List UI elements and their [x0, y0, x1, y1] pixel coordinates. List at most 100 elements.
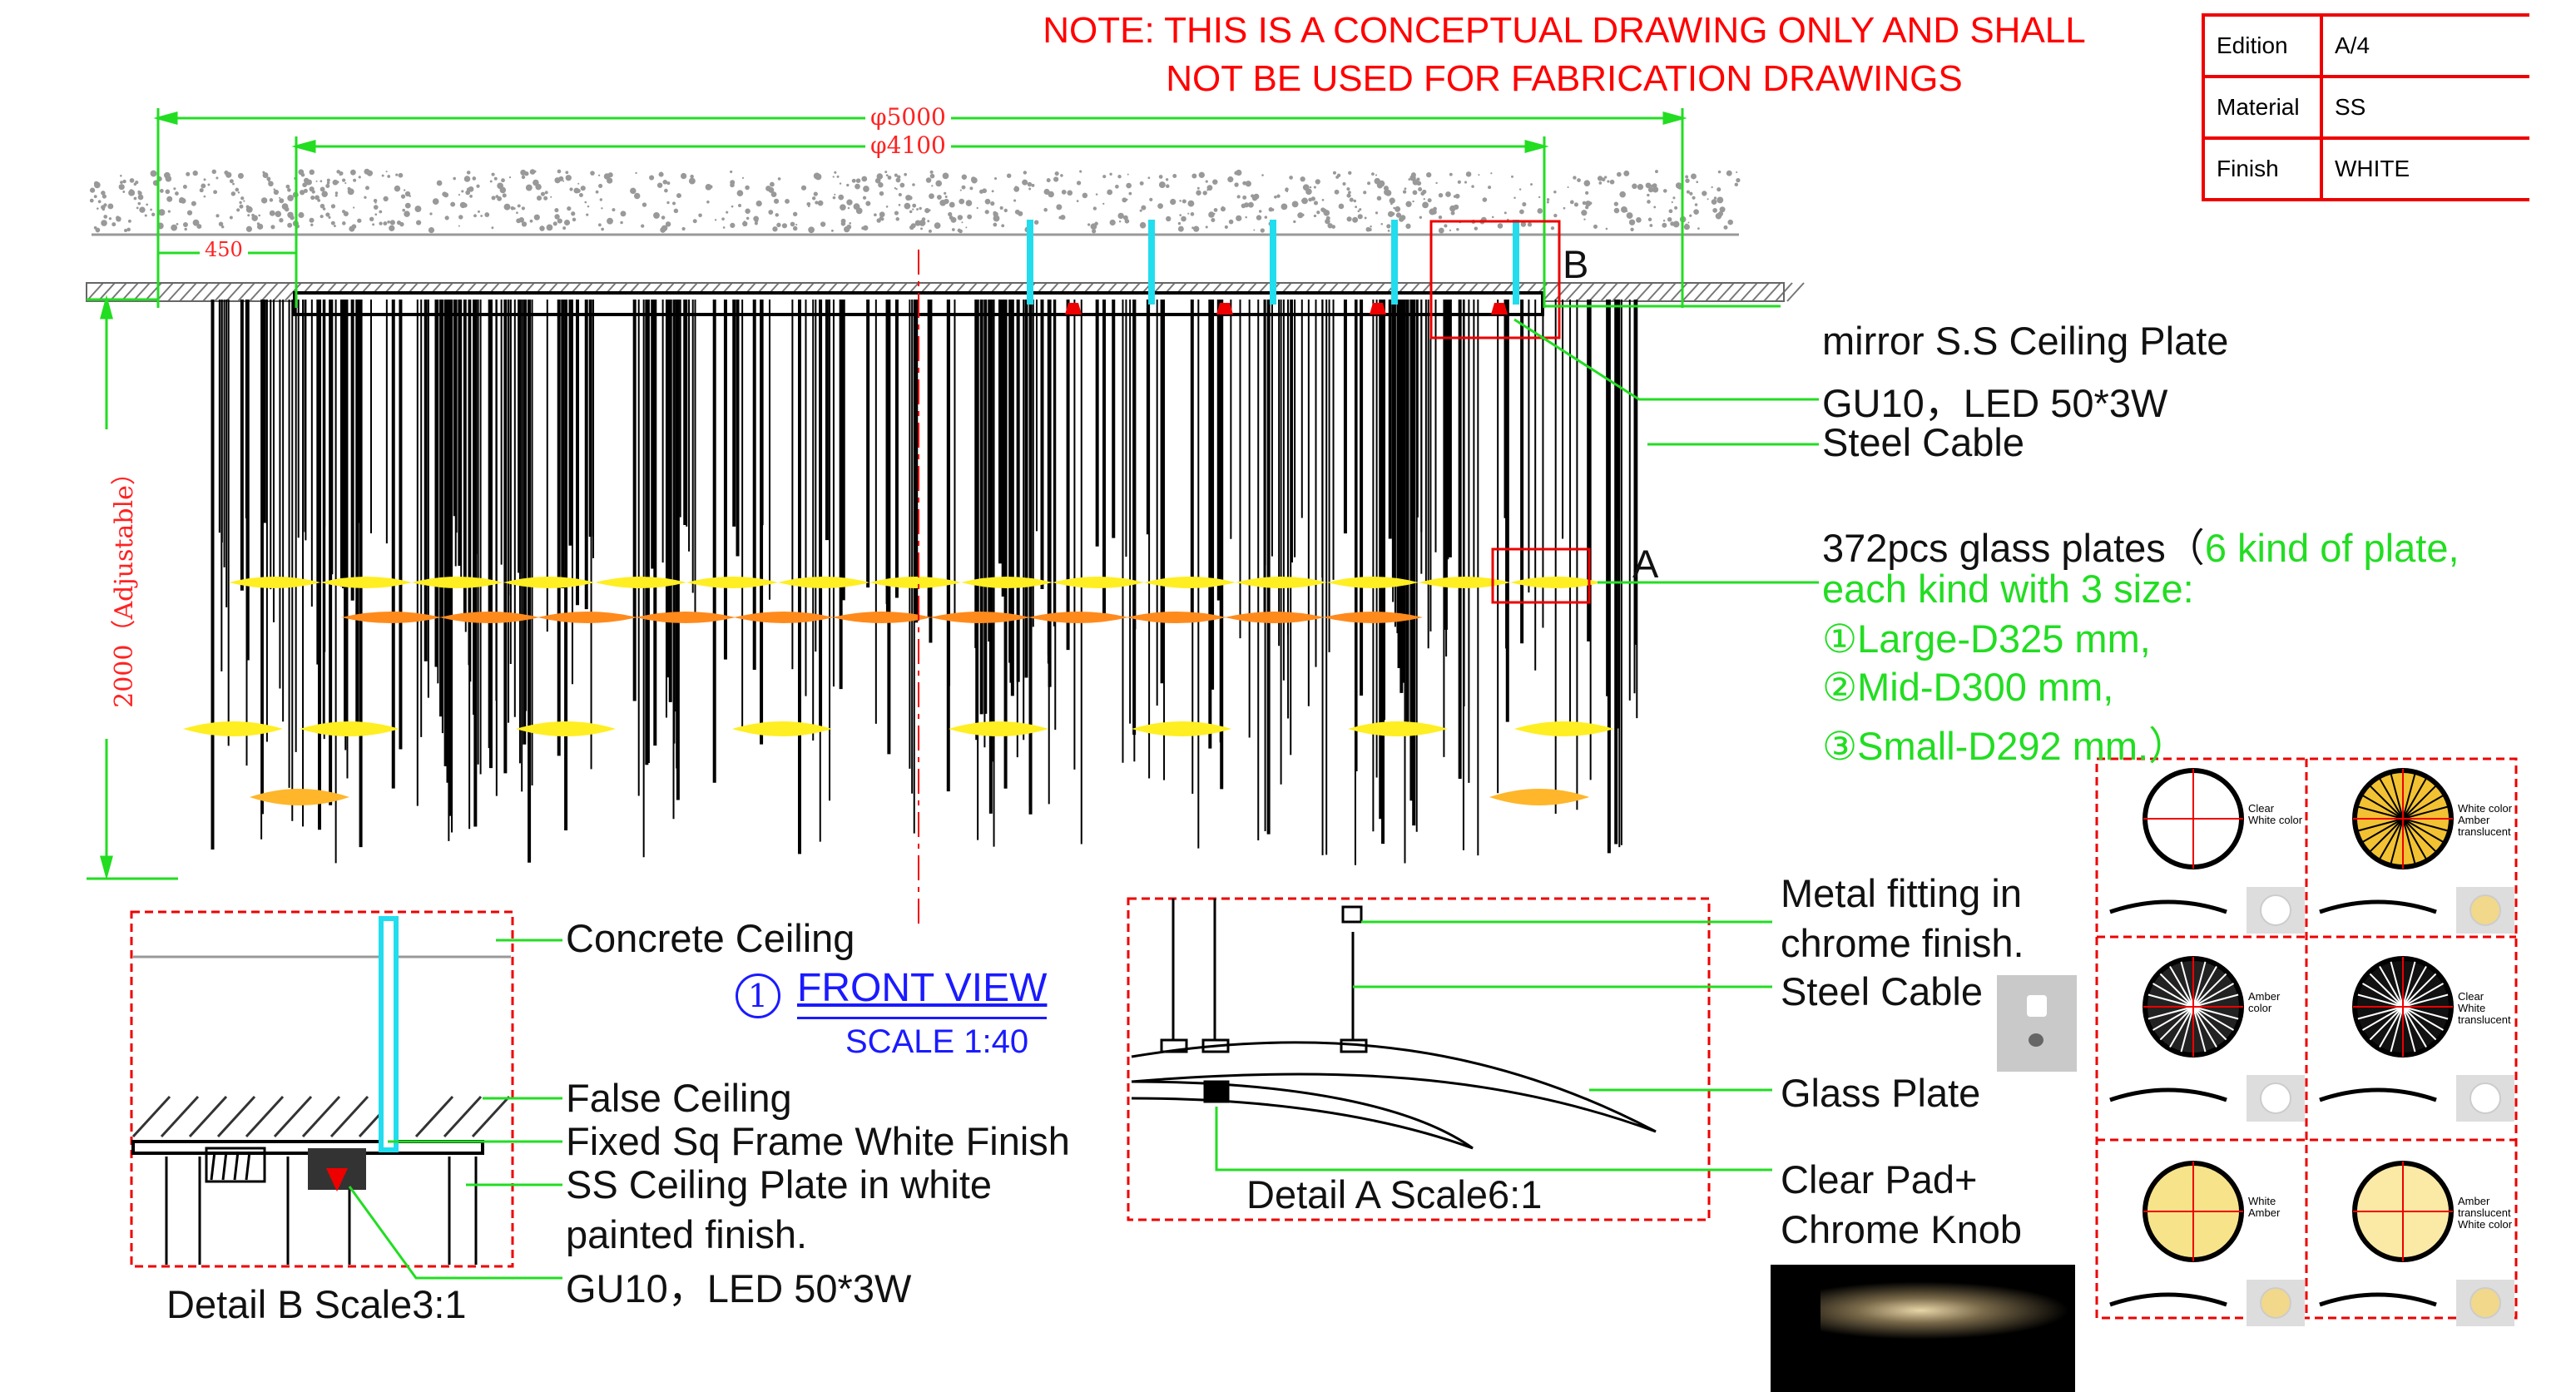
conceptual-note: NOTE: THIS IS A CONCEPTUAL DRAWING ONLY … [940, 7, 2188, 103]
swatch-label: Amber [2458, 1195, 2490, 1207]
glass-plate [1327, 577, 1419, 588]
label-glass-plate: Glass Plate [1781, 1071, 1981, 1115]
swatch-profile [2319, 1087, 2437, 1102]
swatch-label: Amber [2248, 990, 2281, 1003]
marker-a: A [1632, 542, 1659, 586]
concrete-speckles [89, 168, 1741, 234]
spotlight [1216, 303, 1233, 315]
main-leader-lines [1513, 305, 1819, 584]
swatch-label: Amber [2458, 814, 2490, 826]
detail-b-marker-box [1429, 220, 1561, 339]
swatch-label: color [2248, 1002, 2272, 1014]
swatch-grid-frame [2095, 757, 2518, 1320]
detail-a-leaders [1215, 920, 1772, 1172]
glass-plates-count: 372pcs glass plates（ [1822, 526, 2205, 570]
detail-a-drawing [1127, 897, 1711, 1221]
glass-plate [1225, 612, 1325, 623]
label-detail-b-gu10: GU10，LED 50*3W [566, 1266, 912, 1310]
glass-plate [341, 612, 441, 623]
spec-key: Finish [2202, 136, 2323, 201]
front-view-number: 1 [736, 973, 780, 1018]
dim-outer-label: φ5000 [865, 103, 951, 131]
glass-plate [636, 612, 736, 623]
glass-plate [516, 721, 616, 736]
detail-a-marker-box [1491, 547, 1591, 604]
swatch-profile [2319, 1292, 2437, 1307]
glass-plate [503, 577, 595, 588]
dim-inner-label: φ4100 [865, 131, 951, 159]
glass-plate [1489, 789, 1589, 805]
glass-plate [778, 577, 869, 588]
glass-plate [300, 721, 399, 736]
glass-plate [1127, 612, 1226, 623]
swatch-profile [2109, 1292, 2227, 1307]
label-metal-fitting-1: Metal fitting in [1781, 871, 2022, 915]
spec-value: WHITE [2320, 136, 2529, 201]
glass-plate [1348, 721, 1448, 736]
swatch-label: Clear [2248, 802, 2275, 815]
glass-plate [537, 612, 637, 623]
glass-plate [1514, 721, 1614, 736]
glass-plate [1323, 612, 1423, 623]
swatch-label: White color [2458, 802, 2513, 815]
glass-plate [229, 577, 320, 588]
glass-plate [930, 612, 1030, 623]
swatch-label: translucent [2458, 825, 2511, 838]
label-chrome-knob: Chrome Knob [1781, 1207, 2022, 1251]
glass-plate [1053, 577, 1144, 588]
spotlight [1065, 303, 1082, 315]
glass-plate [320, 577, 412, 588]
label-steel-cable: Steel Cable [1822, 420, 2024, 464]
label-ceiling-plate: mirror S.S Ceiling Plate [1822, 319, 2229, 363]
note-line-1: NOTE: THIS IS A CONCEPTUAL DRAWING ONLY … [1043, 10, 2086, 51]
glass-plate [183, 721, 283, 736]
spotlight [1370, 303, 1386, 315]
label-fixed-frame: Fixed Sq Frame White Finish [566, 1119, 1070, 1163]
glass-plate [595, 577, 686, 588]
glass-plate [869, 577, 961, 588]
label-clear-pad: Clear Pad+ [1781, 1157, 1978, 1201]
front-view-title: FRONT VIEW [797, 966, 1048, 1010]
label-glass-plates: 372pcs glass plates（6 kind of plate, [1822, 516, 2460, 573]
glass-plate [732, 721, 832, 736]
knob-photo [1997, 975, 2077, 1072]
dim-offset-label: 450 [200, 238, 248, 261]
detail-b-caption: Detail B Scale3:1 [166, 1282, 467, 1326]
glass-plate [961, 577, 1053, 588]
detail-a-caption: Detail A Scale6:1 [1246, 1172, 1543, 1216]
label-detail-a-cable: Steel Cable [1781, 969, 1983, 1013]
glass-plate [734, 612, 834, 623]
swatch-profile [2109, 1087, 2227, 1102]
spec-key: Edition [2202, 13, 2323, 78]
glass-plates-kinds: 6 kind of plate, [2204, 526, 2460, 570]
swatch-label: White color [2248, 814, 2303, 826]
swatch-label: translucent [2458, 1206, 2511, 1219]
cyan-rods [1027, 220, 1519, 305]
glass-plate [1236, 577, 1327, 588]
glass-plate [1028, 612, 1128, 623]
installed-photo [1771, 1265, 2075, 1392]
front-view-underline [797, 1017, 1047, 1019]
label-false-ceiling: False Ceiling [566, 1076, 792, 1120]
label-gu10: GU10，LED 50*3W [1822, 381, 2168, 425]
detail-b-leaders [348, 939, 562, 1280]
front-view-scale: SCALE 1:40 [845, 1023, 1029, 1060]
swatch-profile [2109, 899, 2227, 914]
glass-plate [1419, 577, 1510, 588]
glass-plate [1510, 577, 1602, 588]
label-ss-plate-2: painted finish. [566, 1212, 808, 1256]
glass-plate [686, 577, 778, 588]
gu10-spotlights [1065, 303, 1508, 315]
swatch-label: Clear [2458, 990, 2484, 1003]
swatch-label: Amber [2248, 1206, 2281, 1219]
swatch-label: translucent [2458, 1013, 2511, 1026]
glass-plate [250, 789, 349, 805]
glass-plates [183, 577, 1614, 805]
marker-b: B [1563, 242, 1589, 286]
label-concrete-ceiling: Concrete Ceiling [566, 916, 855, 960]
label-size-mid: ②Mid-D300 mm, [1822, 665, 2114, 709]
